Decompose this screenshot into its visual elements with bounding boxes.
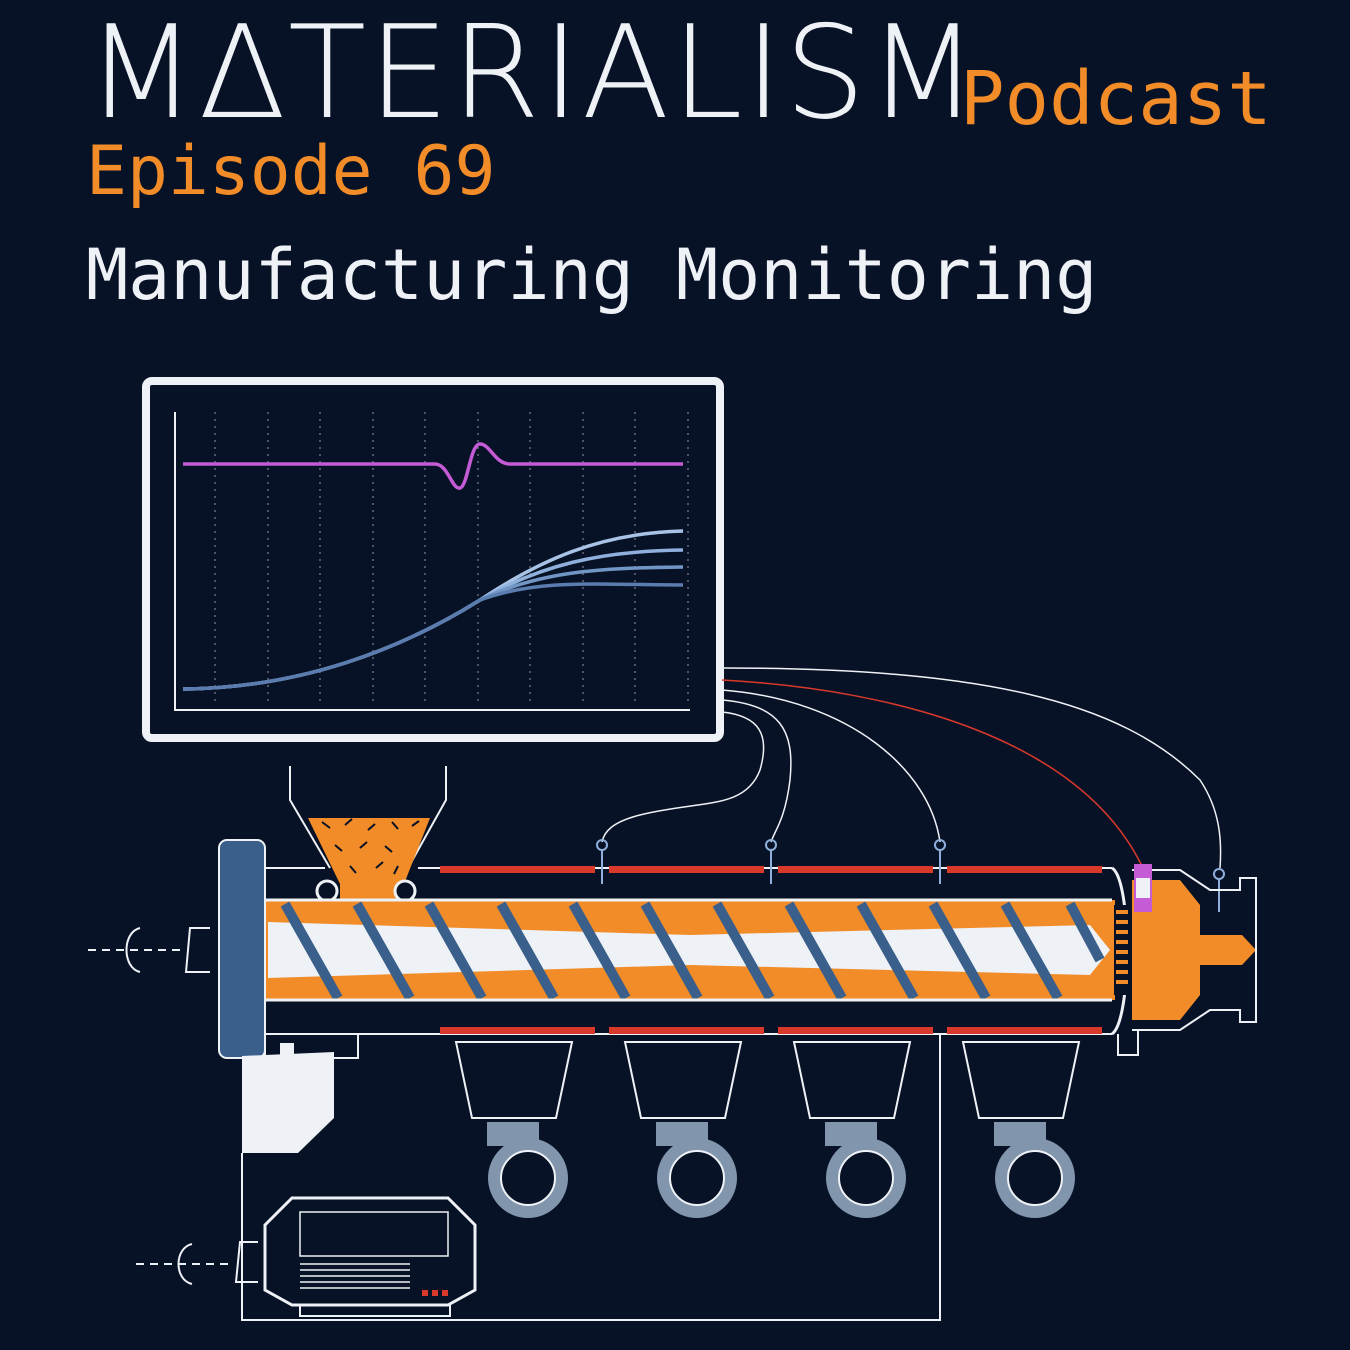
episode-number: Episode 69 xyxy=(86,132,496,211)
temperature-sensors xyxy=(596,839,1225,912)
heater-rings xyxy=(487,1122,1075,1218)
pellet-specks xyxy=(321,818,420,875)
nozzle xyxy=(1110,864,1257,1056)
episode-topic: Manufacturing Monitoring xyxy=(86,234,1098,316)
hopper xyxy=(289,766,447,903)
brand-subtitle: Podcast xyxy=(960,56,1272,142)
barrel xyxy=(265,867,1115,1035)
screw-flights xyxy=(280,901,1105,1001)
monitor-axes xyxy=(174,412,690,711)
plastic-pellets xyxy=(308,818,430,884)
drive-housing xyxy=(88,839,359,1153)
brand-title: MΔTERIALISM xyxy=(86,0,981,148)
motor-unit xyxy=(136,1034,941,1321)
signal-line-magenta xyxy=(183,442,683,490)
heater-units xyxy=(454,1041,1081,1119)
sensor-wires xyxy=(601,667,1222,869)
monitor-gridlines xyxy=(214,412,689,706)
heater-bands xyxy=(440,866,1102,1034)
monitor xyxy=(142,377,724,742)
pressure-curves xyxy=(182,529,684,691)
